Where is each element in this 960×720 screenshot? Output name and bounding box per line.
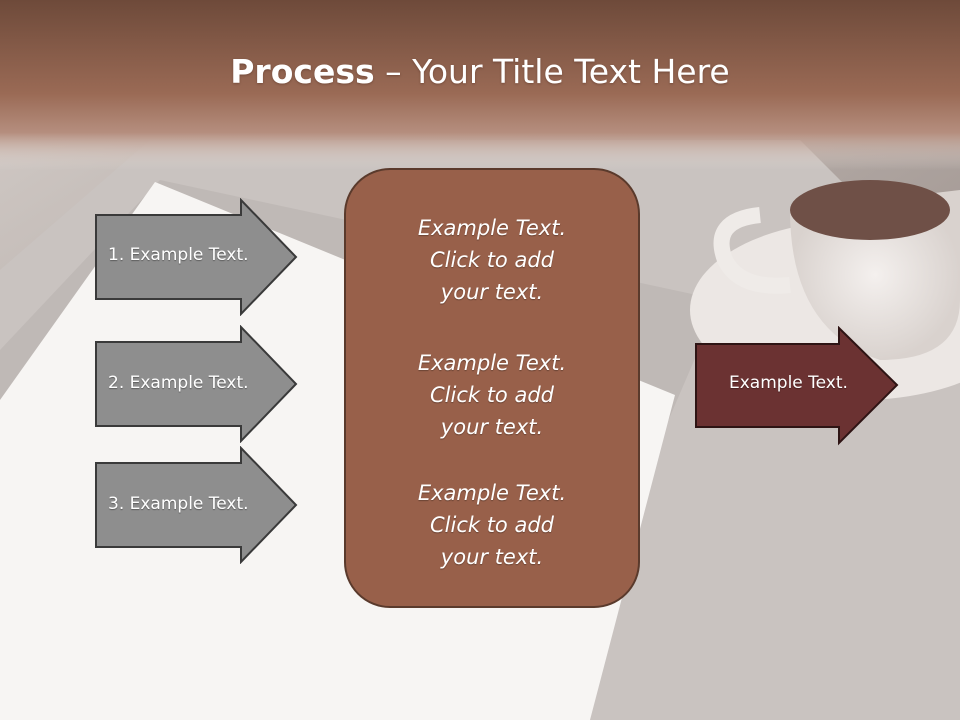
step-label-2: 2. Example Text.	[108, 373, 249, 393]
center-line: Click to add	[429, 513, 554, 537]
center-text-block-2[interactable]: Example Text. Click to add your text.	[344, 347, 640, 443]
title-bold: Process	[230, 52, 375, 91]
center-line: Example Text.	[417, 216, 567, 240]
center-process-box[interactable]	[344, 168, 640, 608]
center-line: Example Text.	[417, 351, 567, 375]
center-line: your text.	[440, 280, 544, 304]
slide-title: Process – Your Title Text Here	[0, 52, 960, 91]
step-arrow-3[interactable]	[94, 446, 300, 564]
center-line: Click to add	[429, 248, 554, 272]
center-text-block-1[interactable]: Example Text. Click to add your text.	[344, 212, 640, 308]
center-line: Click to add	[429, 383, 554, 407]
center-line: your text.	[440, 545, 544, 569]
center-line: Example Text.	[417, 481, 567, 505]
title-rest: – Your Title Text Here	[374, 52, 730, 91]
output-arrow[interactable]	[694, 326, 900, 446]
step-arrow-2[interactable]	[94, 325, 300, 443]
step-label-3: 3. Example Text.	[108, 494, 249, 514]
step-label-1: 1. Example Text.	[108, 245, 249, 265]
step-arrow-1[interactable]	[94, 198, 300, 316]
center-text-block-3[interactable]: Example Text. Click to add your text.	[344, 477, 640, 573]
center-line: your text.	[440, 415, 544, 439]
output-label: Example Text.	[729, 373, 848, 393]
